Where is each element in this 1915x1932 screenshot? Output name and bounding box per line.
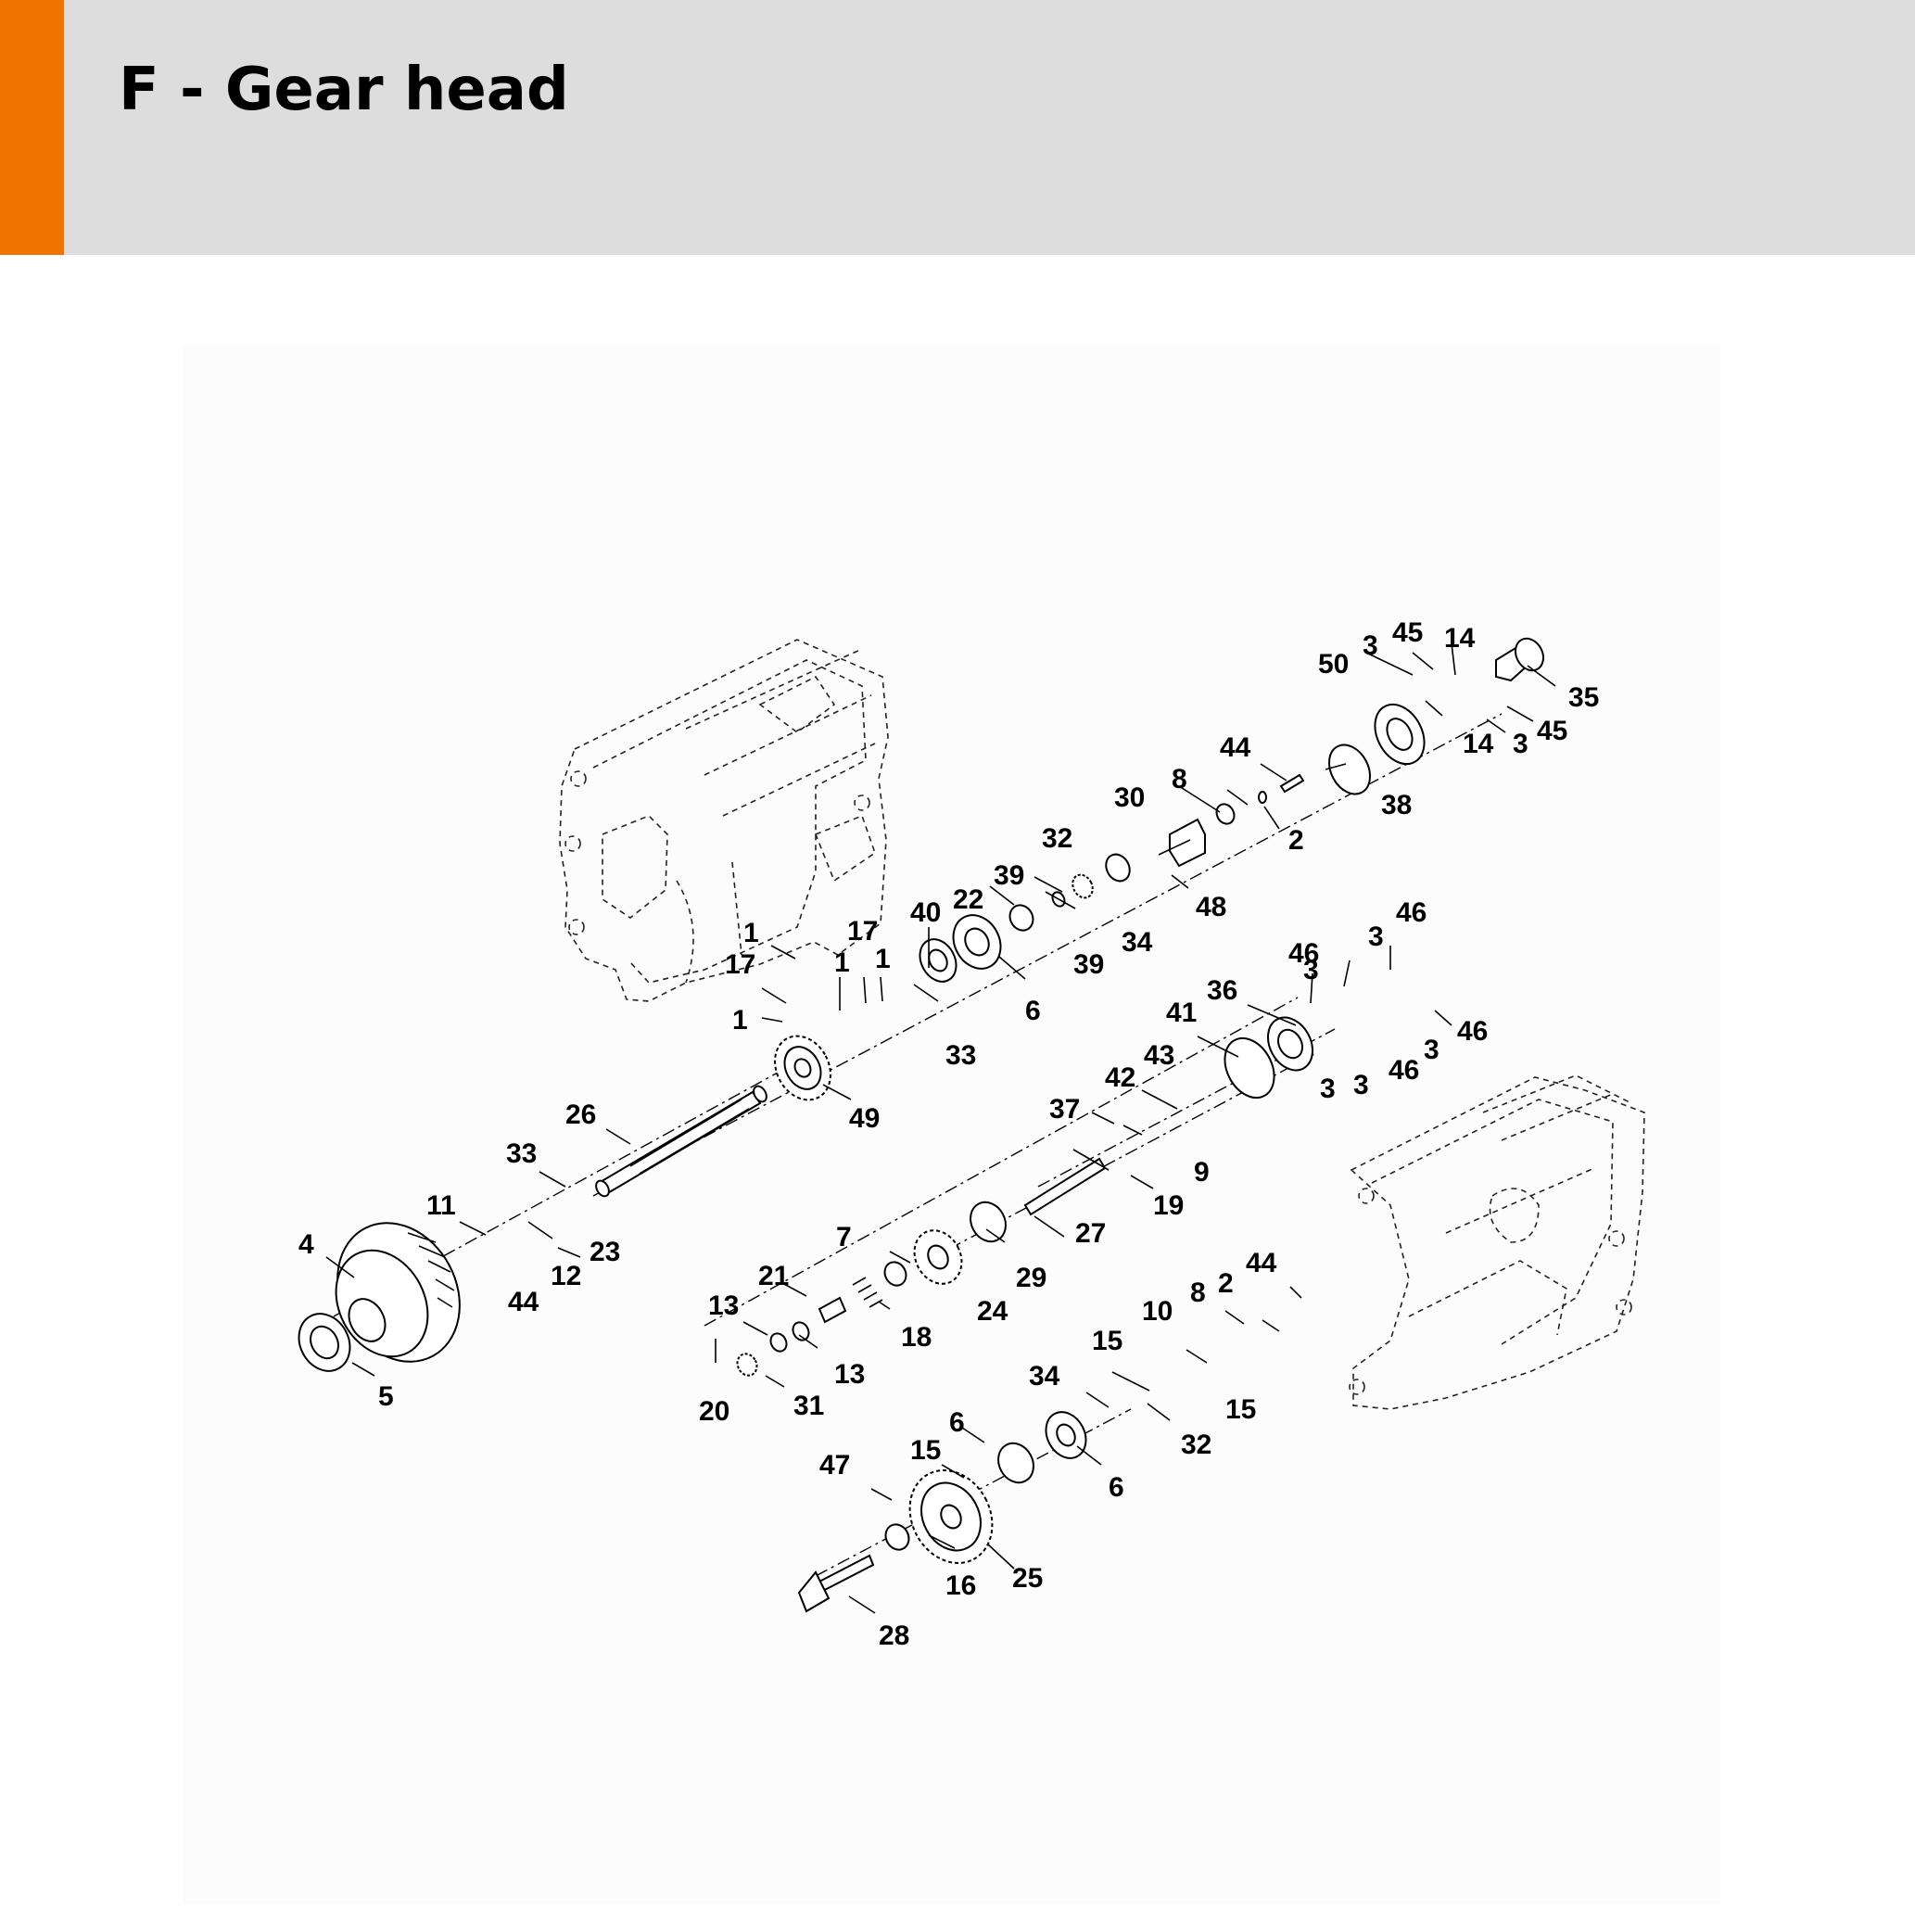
- callout-6: 6: [1109, 1472, 1124, 1503]
- callout-49: 49: [849, 1103, 880, 1134]
- callout-30: 30: [1114, 782, 1145, 813]
- parts: [298, 637, 1544, 1613]
- callout-46: 46: [1457, 1016, 1488, 1047]
- callout-22: 22: [953, 884, 983, 915]
- housing-right: [1349, 1074, 1645, 1410]
- callout-34: 34: [1122, 927, 1153, 958]
- callout-3: 3: [1363, 630, 1378, 661]
- page-title: F - Gear head: [119, 56, 569, 124]
- callout-8: 8: [1190, 1277, 1206, 1308]
- callout-19: 19: [1153, 1190, 1184, 1221]
- diagram-canvas: 45 14 3 50 35 14 3 45 44 38 8 30 2 32 48…: [183, 345, 1721, 1904]
- header-accent-bar: [0, 0, 64, 255]
- clutch-drum: [335, 1222, 461, 1363]
- callout-33: 33: [506, 1138, 537, 1169]
- callout-1: 1: [834, 947, 850, 978]
- callout-48: 48: [1196, 892, 1226, 922]
- callout-3: 3: [1320, 1074, 1336, 1104]
- callout-13: 13: [834, 1359, 865, 1390]
- callout-1: 1: [743, 918, 759, 948]
- callout-39: 39: [1073, 949, 1104, 980]
- callout-17: 17: [847, 916, 878, 947]
- callout-8: 8: [1172, 764, 1187, 794]
- callout-15: 15: [910, 1435, 941, 1466]
- callout-44: 44: [1246, 1248, 1277, 1278]
- callout-36: 36: [1207, 975, 1237, 1006]
- callout-46: 46: [1288, 938, 1319, 969]
- callout-35: 35: [1568, 682, 1599, 713]
- callout-17: 17: [725, 949, 755, 980]
- callout-39: 39: [994, 860, 1024, 891]
- callout-45: 45: [1392, 617, 1423, 648]
- callout-20: 20: [699, 1396, 729, 1427]
- leader-lines: [325, 642, 1556, 1614]
- gear-49: [774, 1035, 831, 1101]
- callout-12: 12: [551, 1261, 581, 1291]
- callout-31: 31: [793, 1391, 824, 1421]
- callout-37: 37: [1049, 1094, 1080, 1125]
- callout-26: 26: [565, 1099, 596, 1130]
- callout-24: 24: [977, 1296, 1008, 1327]
- callout-15: 15: [1225, 1394, 1256, 1425]
- callout-33: 33: [945, 1040, 976, 1071]
- callout-40: 40: [910, 897, 941, 928]
- callout-2: 2: [1218, 1268, 1234, 1299]
- callout-5: 5: [378, 1381, 394, 1412]
- callout-14: 14: [1463, 729, 1494, 759]
- callout-4: 4: [298, 1229, 314, 1260]
- callout-2: 2: [1288, 825, 1304, 856]
- callout-46: 46: [1389, 1055, 1419, 1086]
- page-header: F - Gear head: [0, 0, 1915, 255]
- callout-1: 1: [875, 944, 891, 974]
- callout-9: 9: [1194, 1157, 1210, 1188]
- callout-3: 3: [1303, 955, 1319, 985]
- callout-23: 23: [590, 1237, 620, 1267]
- callout-labels: 45 14 3 50 35 14 3 45 44 38 8 30 2 32 48…: [298, 617, 1599, 1651]
- callout-44: 44: [1220, 732, 1251, 763]
- callout-27: 27: [1075, 1218, 1106, 1249]
- callout-44: 44: [508, 1287, 539, 1317]
- seal-ring: [298, 1313, 351, 1372]
- callout-13: 13: [708, 1290, 739, 1321]
- callout-42: 42: [1105, 1062, 1135, 1093]
- callout-25: 25: [1012, 1563, 1043, 1594]
- callout-21: 21: [758, 1261, 789, 1291]
- callout-41: 41: [1166, 998, 1197, 1028]
- callout-29: 29: [1016, 1263, 1046, 1293]
- callout-3: 3: [1368, 922, 1384, 952]
- callout-11: 11: [426, 1190, 456, 1221]
- callout-15: 15: [1092, 1326, 1122, 1356]
- callout-3: 3: [1353, 1070, 1369, 1100]
- callout-3: 3: [1424, 1035, 1439, 1065]
- main-shaft: [595, 1085, 767, 1198]
- housing-left: [559, 639, 889, 1002]
- callout-32: 32: [1181, 1430, 1211, 1460]
- callout-16: 16: [945, 1570, 976, 1601]
- callout-14: 14: [1444, 623, 1476, 654]
- callout-43: 43: [1144, 1040, 1174, 1071]
- callout-10: 10: [1142, 1296, 1173, 1327]
- callout-45: 45: [1537, 716, 1567, 746]
- callout-47: 47: [819, 1450, 850, 1481]
- callout-32: 32: [1042, 823, 1072, 854]
- callout-3: 3: [1513, 729, 1528, 759]
- callout-7: 7: [836, 1222, 852, 1252]
- callout-18: 18: [901, 1322, 932, 1353]
- callout-28: 28: [879, 1621, 909, 1651]
- callout-38: 38: [1381, 790, 1412, 820]
- callout-6: 6: [949, 1407, 965, 1438]
- callout-46: 46: [1396, 897, 1427, 928]
- callout-1: 1: [732, 1005, 748, 1036]
- callout-34: 34: [1029, 1361, 1060, 1392]
- callout-50: 50: [1318, 649, 1349, 680]
- exploded-parts-diagram: 45 14 3 50 35 14 3 45 44 38 8 30 2 32 48…: [298, 617, 1645, 1651]
- callout-6: 6: [1025, 996, 1041, 1026]
